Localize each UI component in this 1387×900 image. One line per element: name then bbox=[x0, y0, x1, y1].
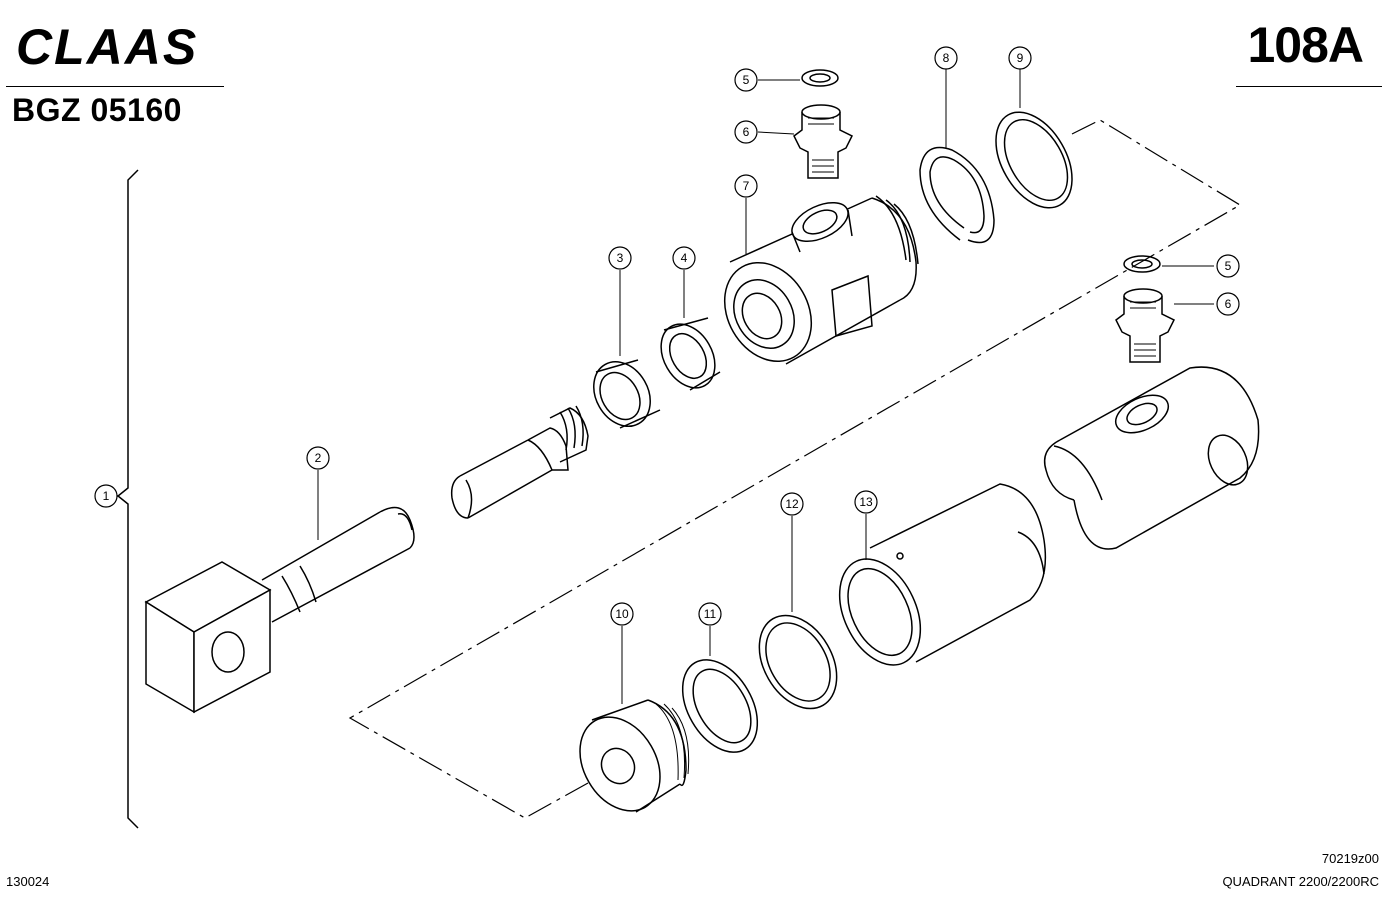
piston-seal-11 bbox=[681, 659, 759, 753]
callout-2: 2 bbox=[306, 446, 330, 470]
header-divider-right bbox=[1236, 86, 1382, 87]
callout-4: 4 bbox=[672, 246, 696, 270]
cylinder-tube-13 bbox=[838, 483, 1047, 666]
svg-text:9: 9 bbox=[1017, 51, 1024, 65]
assembly-centerline bbox=[348, 119, 1242, 819]
washer-5-lower bbox=[1123, 255, 1161, 273]
model-name: QUADRANT 2200/2200RC bbox=[1222, 874, 1379, 889]
claas-logo: CLAAS bbox=[16, 22, 198, 70]
page-number: 108A bbox=[1247, 17, 1364, 73]
piston-rod-end bbox=[450, 405, 589, 519]
svg-text:11: 11 bbox=[704, 607, 717, 621]
svg-text:13: 13 bbox=[859, 495, 873, 509]
callout-9: 9 bbox=[1008, 46, 1032, 70]
svg-text:CLAAS: CLAAS bbox=[16, 22, 198, 70]
wiper-ring-4 bbox=[660, 317, 721, 391]
svg-text:8: 8 bbox=[943, 51, 950, 65]
callout-10: 10 bbox=[610, 602, 634, 626]
callout-11: 11 bbox=[698, 602, 722, 626]
footer-left-code: 130024 bbox=[6, 874, 50, 889]
callout-1: 1 bbox=[94, 484, 118, 508]
header-divider-left bbox=[6, 86, 224, 87]
callout-6-upper: 6 bbox=[734, 120, 758, 144]
svg-text:4: 4 bbox=[681, 251, 688, 265]
callout-7: 7 bbox=[734, 174, 758, 198]
svg-text:6: 6 bbox=[1225, 297, 1232, 311]
washer-5-upper bbox=[801, 69, 839, 87]
cylinder-head-7 bbox=[723, 195, 919, 365]
callout-5-upper: 5 bbox=[734, 68, 758, 92]
circlip-8 bbox=[919, 146, 995, 244]
callout-5-lower: 5 bbox=[1216, 254, 1240, 278]
svg-text:1: 1 bbox=[103, 489, 110, 503]
fitting-6-lower bbox=[1115, 288, 1176, 363]
callout-3: 3 bbox=[608, 246, 632, 270]
svg-text:3: 3 bbox=[617, 251, 624, 265]
cylinder-barrel-end bbox=[1043, 366, 1260, 550]
svg-text:10: 10 bbox=[615, 607, 629, 621]
wear-ring-12 bbox=[758, 614, 838, 710]
seal-ring-9 bbox=[995, 111, 1073, 209]
fitting-6-upper bbox=[793, 104, 854, 179]
svg-text:12: 12 bbox=[785, 497, 799, 511]
svg-text:6: 6 bbox=[743, 125, 750, 139]
callout-8: 8 bbox=[934, 46, 958, 70]
drawing-number: 70219z00 bbox=[1321, 851, 1379, 866]
leader-lines bbox=[317, 68, 1214, 704]
callout-13: 13 bbox=[854, 490, 878, 514]
svg-text:5: 5 bbox=[1225, 259, 1232, 273]
piston-10 bbox=[579, 699, 690, 813]
callout-6-lower: 6 bbox=[1216, 292, 1240, 316]
svg-text:7: 7 bbox=[743, 179, 750, 193]
part-code: BGZ 05160 bbox=[12, 92, 182, 128]
svg-text:2: 2 bbox=[315, 451, 322, 465]
seal-ring-3 bbox=[593, 359, 661, 429]
callouts: 1 2 3 4 5 6 7 8 9 5 6 10 11 12 13 bbox=[94, 46, 1240, 626]
svg-text:5: 5 bbox=[743, 73, 750, 87]
piston-rod-eye bbox=[144, 506, 415, 714]
callout-12: 12 bbox=[780, 492, 804, 516]
